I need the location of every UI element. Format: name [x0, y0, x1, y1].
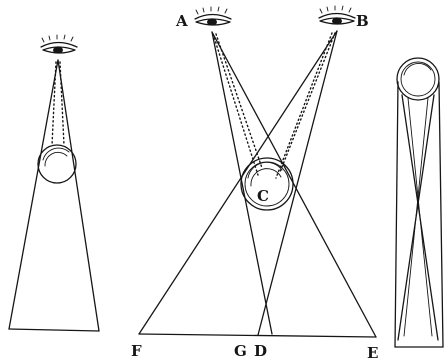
image-base-line [138, 333, 377, 338]
sight-line [59, 61, 65, 146]
left-panel [8, 34, 100, 332]
eye-icon [194, 6, 232, 26]
label-b: B [356, 12, 369, 30]
ray-a-to-d [211, 31, 273, 335]
ray-a-to-e [211, 31, 377, 338]
sight-line-a [212, 33, 259, 176]
label-a: A [175, 12, 188, 30]
frame-left [394, 81, 399, 348]
visual-ray-left [8, 59, 59, 330]
label-c: C [257, 187, 269, 205]
crossing-ray [407, 97, 433, 337]
eye-icon [40, 34, 78, 54]
ray-b-to-g [257, 30, 338, 336]
label-f: F [131, 342, 142, 360]
visual-ray-right [57, 59, 100, 332]
label-g: G [234, 342, 247, 360]
sphere-icon [240, 157, 294, 211]
sphere-icon [37, 144, 77, 184]
center-panel: A B C F G D E [131, 5, 378, 360]
right-panel [394, 57, 444, 348]
eye-icon [318, 5, 356, 25]
sight-line-b [279, 32, 336, 173]
frame-right [438, 81, 444, 348]
crossing-ray [403, 97, 429, 337]
sight-line-b [275, 32, 333, 179]
ray-b-to-f [138, 30, 338, 335]
sight-line-a [215, 33, 263, 169]
image-base-line [8, 328, 100, 332]
label-e: E [367, 344, 378, 360]
sphere-icon [396, 57, 440, 101]
label-d: D [254, 342, 267, 360]
sight-line [51, 61, 57, 146]
